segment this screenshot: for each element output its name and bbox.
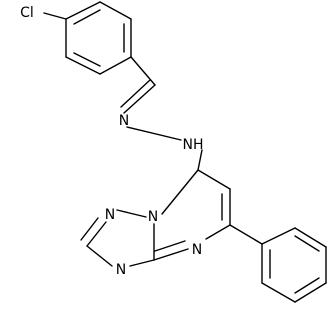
bond [129,259,155,267]
bond [99,1,132,20]
inner-bond [294,277,320,294]
bond [205,224,231,240]
bond [294,282,327,303]
pyrimidine-ring [153,169,231,261]
hydrazone-linker [120,56,203,171]
triazole-ring [80,209,155,267]
hydrazone-n-label: N [119,113,129,129]
bond [161,169,199,215]
bond [86,245,113,267]
bond [126,126,182,141]
bond [86,221,107,247]
inner-bond [294,235,320,252]
bond [99,56,132,75]
triazole-n1-label: N [105,207,115,223]
inner-bond [73,52,101,67]
bond [261,282,296,303]
phenyl-ring [229,224,327,303]
bond [294,227,327,248]
bond [153,248,189,261]
inner-bond [154,240,186,252]
pyrimidine-n-label: N [192,242,202,258]
triazole-bridge-n-label: N [148,209,158,225]
c-cl-bond [43,12,67,20]
bond [65,56,101,75]
bond [116,209,147,218]
inner-bond [120,79,151,108]
bond [229,224,263,245]
bond [65,1,101,20]
chlorophenyl-ring [65,1,132,75]
bond [130,56,156,86]
triazole-n4-label: N [116,262,126,278]
bond [123,84,156,114]
bond [261,227,296,245]
inner-bond [73,9,101,25]
bond [197,169,231,190]
inner-bond [80,217,99,241]
bond [197,149,203,171]
chlorine-label: Cl [20,5,34,21]
hydrazone-nh-label: NH [183,137,204,153]
